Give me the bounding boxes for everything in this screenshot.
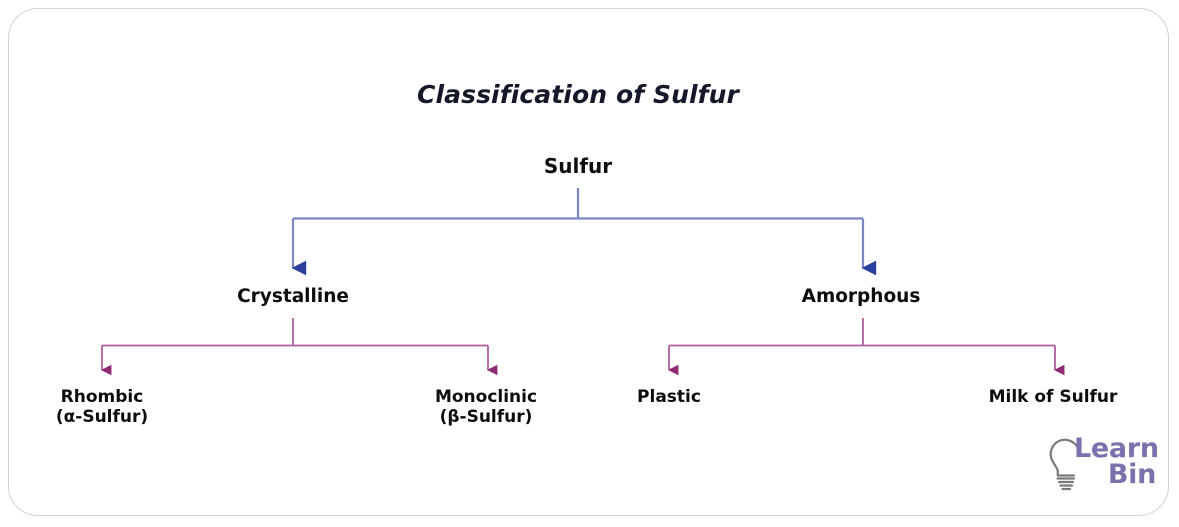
node-amorphous: Amorphous bbox=[801, 286, 921, 307]
logo-wordmark: Learn Bin bbox=[1074, 433, 1159, 490]
node-milk-of-sulfur: Milk of Sulfur bbox=[988, 387, 1118, 408]
diagram-title: Classification of Sulfur bbox=[417, 80, 739, 109]
logo-text-learn: Learn bbox=[1074, 433, 1159, 464]
node-sulfur: Sulfur bbox=[543, 154, 613, 178]
node-crystalline: Crystalline bbox=[237, 286, 349, 307]
node-monoclinic-sublabel: (β-Sulfur) bbox=[439, 406, 533, 427]
card-border bbox=[8, 8, 1169, 516]
node-rhombic: Rhombic (α-Sulfur) bbox=[55, 387, 149, 427]
node-rhombic-sublabel: (α-Sulfur) bbox=[55, 406, 149, 427]
node-monoclinic-label: Monoclinic bbox=[434, 387, 538, 407]
node-rhombic-label: Rhombic bbox=[60, 387, 144, 407]
node-plastic: Plastic bbox=[637, 387, 701, 408]
logo-text-bin: Bin bbox=[1107, 458, 1156, 490]
node-milk-of-sulfur-label: Milk of Sulfur bbox=[988, 387, 1118, 407]
brand-logo: Learn Bin bbox=[1044, 433, 1159, 496]
lightbulb-icon bbox=[1049, 438, 1080, 491]
node-monoclinic: Monoclinic (β-Sulfur) bbox=[434, 387, 538, 427]
node-plastic-label: Plastic bbox=[637, 387, 701, 407]
